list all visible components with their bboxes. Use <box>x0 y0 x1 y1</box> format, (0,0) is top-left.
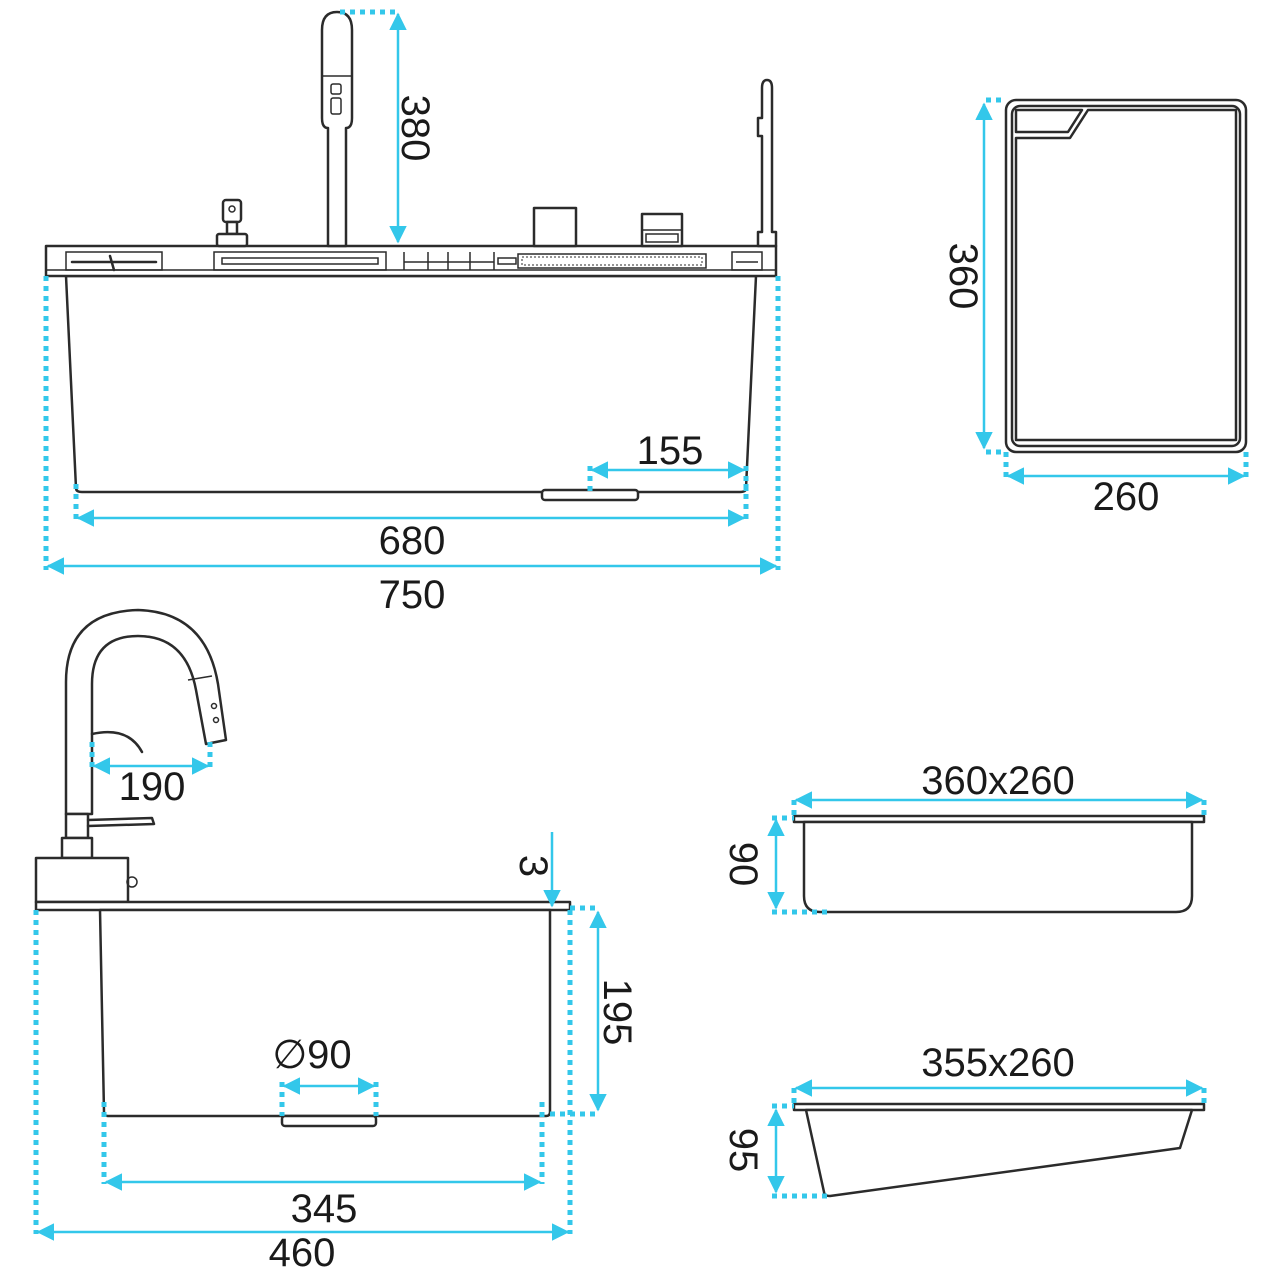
board-handle-slot <box>1014 108 1084 134</box>
side-drain <box>280 1114 378 1128</box>
drain-cover <box>540 488 640 502</box>
sink-top-deck <box>44 244 778 278</box>
basket-1-view: 360x260 90 <box>721 759 1207 915</box>
drain-grille <box>517 253 707 269</box>
rinse-faucet <box>756 78 778 248</box>
spray-button-icon <box>330 83 342 95</box>
bowl-depth-label: 195 <box>595 979 639 1046</box>
cutting-board <box>1004 98 1248 454</box>
basket-1-size-label: 360x260 <box>921 759 1074 803</box>
faucet-height-label: 380 <box>393 95 437 162</box>
inner-width-label: 680 <box>379 519 446 563</box>
basket-2-view: 355x260 95 <box>721 1041 1207 1199</box>
faucet-base <box>64 812 90 840</box>
faucet-reach-label: 190 <box>119 765 186 809</box>
faucet-lever <box>90 730 144 754</box>
side-deck-block <box>34 856 130 904</box>
waterfall-outlet <box>213 251 387 271</box>
cup-washer-icon <box>70 254 158 272</box>
side-inner-width-label: 345 <box>291 1187 358 1231</box>
gooseneck-faucet <box>64 608 228 816</box>
basket-2-size-label: 355x260 <box>921 1041 1074 1085</box>
pull-out-faucet <box>320 10 354 248</box>
rim-thickness-label: 3 <box>511 855 555 877</box>
side-view: 190 3 195 ∅90 345 460 <box>33 608 639 1275</box>
control-knob <box>532 206 578 248</box>
basket-2-body <box>804 1108 1194 1198</box>
total-width-label: 750 <box>379 573 446 617</box>
soap-dispenser <box>221 198 243 224</box>
basket-1-body <box>802 820 1194 914</box>
cutting-board-view: 360 260 <box>941 97 1249 519</box>
basket-2-depth-label: 95 <box>721 1128 765 1173</box>
front-view: 380 155 680 750 <box>43 9 781 617</box>
board-height-label: 360 <box>941 243 985 310</box>
basket-1-depth-label: 90 <box>721 842 765 887</box>
drain-offset-label: 155 <box>637 429 704 473</box>
soap-pump-nozzle <box>86 816 156 828</box>
drain-diameter-label: ∅90 <box>272 1033 351 1077</box>
board-width-label: 260 <box>1093 475 1160 519</box>
side-total-width-label: 460 <box>269 1231 336 1275</box>
